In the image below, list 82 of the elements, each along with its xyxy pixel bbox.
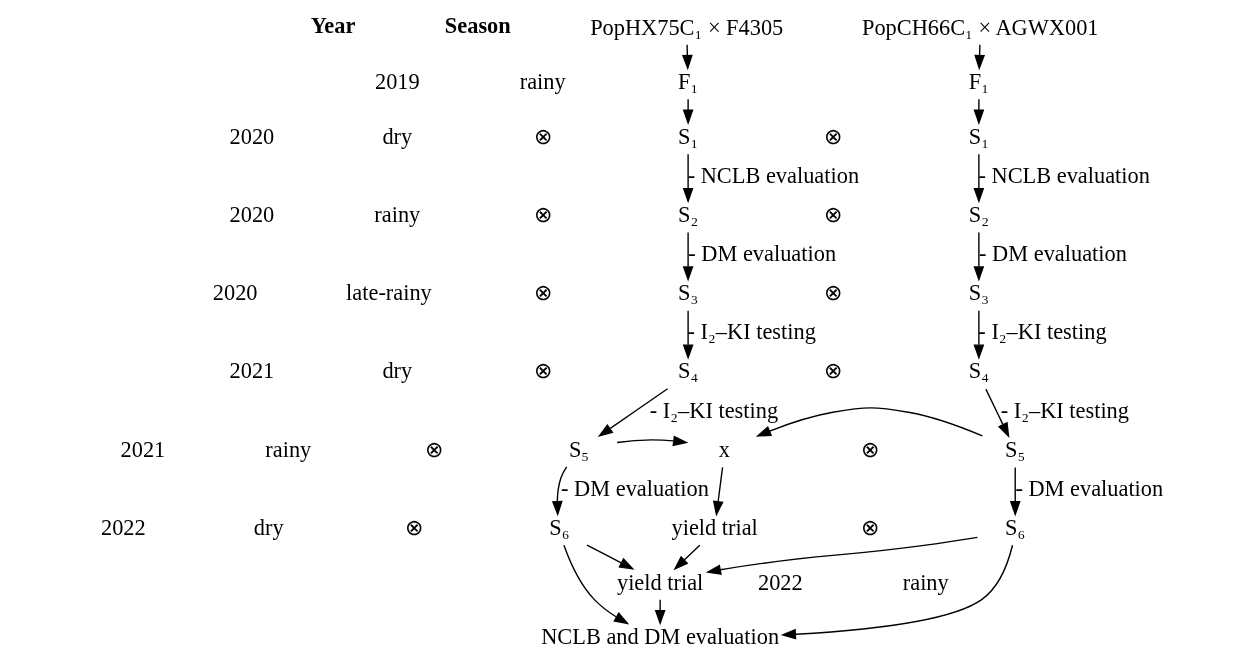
arrow xyxy=(1009,466,1021,517)
arrow xyxy=(615,435,688,447)
label: dry xyxy=(381,123,412,149)
arrow xyxy=(973,231,984,282)
edge-label: - DM evaluation xyxy=(1014,475,1163,501)
arrow xyxy=(973,153,984,204)
label: ⊗ xyxy=(404,515,423,541)
label: 2021 xyxy=(120,436,165,462)
label: Year xyxy=(310,13,355,39)
label: Season xyxy=(444,13,511,39)
label: rainy xyxy=(519,69,566,95)
arrow xyxy=(551,466,567,517)
label: late-rainy xyxy=(345,280,432,306)
node-text: NCLB and DM evaluation xyxy=(540,624,779,650)
label: ⊗ xyxy=(823,123,842,149)
label: ⊗ xyxy=(823,280,842,306)
edge-label: - I₂–KI testing xyxy=(687,319,816,345)
arrow xyxy=(973,98,984,125)
label: ⊗ xyxy=(860,515,879,541)
node-text: S₆ xyxy=(548,515,570,541)
edge-label: - I₂–KI testing xyxy=(1000,397,1129,423)
label: 2019 xyxy=(374,69,420,95)
label: rainy xyxy=(264,436,311,462)
node-text: S₂ xyxy=(968,201,989,227)
label: 2022 xyxy=(757,569,803,595)
node-text: x xyxy=(718,436,730,462)
arrow xyxy=(585,544,635,570)
label: rainy xyxy=(902,569,949,595)
edge-label: - NCLB evaluation xyxy=(977,162,1150,188)
node-text: S₃ xyxy=(677,280,698,306)
arrow xyxy=(673,544,700,571)
node-text: S₂ xyxy=(677,201,698,227)
label: 2020 xyxy=(229,201,274,227)
label: 2022 xyxy=(100,515,146,541)
arrow xyxy=(705,536,978,575)
arrow xyxy=(712,466,724,517)
label: ⊗ xyxy=(823,201,842,227)
arrow xyxy=(654,599,666,626)
label: dry xyxy=(253,515,284,541)
node-text: F₁ xyxy=(677,69,698,95)
label: ⊗ xyxy=(533,123,552,149)
label: ⊗ xyxy=(533,280,552,306)
label: ⊗ xyxy=(533,358,552,384)
arrow xyxy=(682,310,693,360)
node-text: S₅ xyxy=(1004,436,1025,462)
node-text: yield trial xyxy=(616,569,703,595)
label: ⊗ xyxy=(860,436,879,462)
node-text: S₃ xyxy=(968,280,989,306)
label: dry xyxy=(381,358,412,384)
arrow xyxy=(562,544,629,625)
node-text: S₄ xyxy=(677,358,698,384)
arrow xyxy=(597,388,668,438)
node-text: yield trial xyxy=(671,515,758,541)
node-text: S₁ xyxy=(677,123,698,149)
edge-label: - DM evaluation xyxy=(560,475,709,501)
arrow xyxy=(973,310,984,360)
arrow xyxy=(682,231,693,282)
edge-label: - DM evaluation xyxy=(978,241,1127,267)
arrow xyxy=(682,98,693,125)
label: rainy xyxy=(373,201,420,227)
edge-label: - NCLB evaluation xyxy=(687,162,859,188)
edge-label: - I₂–KI testing xyxy=(649,397,778,423)
arrow xyxy=(681,44,693,71)
arrow xyxy=(984,388,1009,438)
label: 2020 xyxy=(212,280,258,306)
label: 2020 xyxy=(229,123,274,149)
edge-label: - I₂–KI testing xyxy=(977,319,1107,345)
node-text: PopHX75C₁ × F4305 xyxy=(589,14,783,40)
node-text: S₄ xyxy=(968,358,989,384)
label: ⊗ xyxy=(823,358,842,384)
edge-label: - DM evaluation xyxy=(687,241,836,267)
arrow xyxy=(682,153,693,204)
arrow xyxy=(780,544,1013,640)
node-text: PopCH66C₁ × AGWX001 xyxy=(861,14,1099,40)
node-text: F₁ xyxy=(968,69,989,95)
node-text: S₁ xyxy=(968,123,989,149)
node-text: S₆ xyxy=(1004,515,1025,541)
label: 2021 xyxy=(229,358,274,384)
label: ⊗ xyxy=(533,201,552,227)
label: ⊗ xyxy=(424,436,443,462)
node-text: S₅ xyxy=(568,436,589,462)
arrow xyxy=(755,407,983,437)
